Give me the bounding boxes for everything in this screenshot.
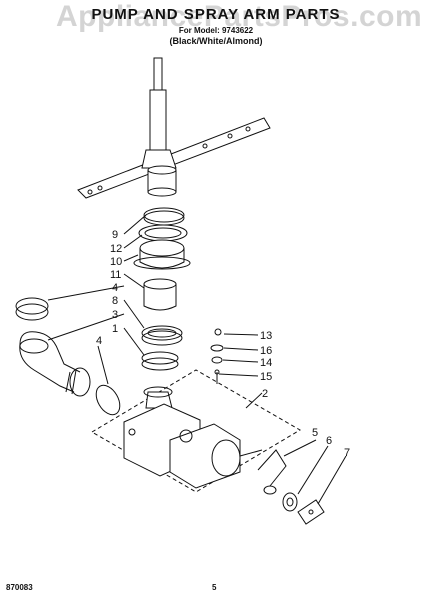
part-7 xyxy=(297,499,325,525)
leader-lines xyxy=(47,214,347,505)
callout-5: 5 xyxy=(312,427,318,439)
callout-16: 16 xyxy=(260,345,272,357)
part-clamp-4-lower xyxy=(95,384,121,416)
part-clamp-4-upper xyxy=(15,297,49,321)
spray-arm xyxy=(77,117,271,199)
callout-4-lower: 4 xyxy=(96,335,102,347)
callout-11: 11 xyxy=(110,269,121,281)
callout-4-upper: 4 xyxy=(112,282,118,294)
model-subtitle: For Model: 9743622 xyxy=(178,26,254,35)
spray-arm-shaft xyxy=(141,57,177,197)
part-seal-1 xyxy=(141,351,179,365)
callout-9: 9 xyxy=(112,229,118,241)
color-variant: (Black/White/Almond) xyxy=(169,36,263,46)
callout-12: 12 xyxy=(110,243,122,255)
part-5 xyxy=(257,449,287,495)
part-motor-pump-2 xyxy=(91,369,301,493)
callout-6: 6 xyxy=(326,435,332,447)
callout-7: 7 xyxy=(344,447,350,459)
part-13 xyxy=(214,328,222,336)
page-title: PUMP AND SPRAY ARM PARTS xyxy=(91,6,341,23)
part-housing-10 xyxy=(133,239,191,270)
part-6 xyxy=(282,492,298,512)
callout-1: 1 xyxy=(112,323,118,335)
part-ring-12 xyxy=(138,224,188,242)
part-ring-9 xyxy=(143,207,185,223)
part-15 xyxy=(214,369,220,384)
footer-code: 870083 xyxy=(6,583,33,592)
callout-14: 14 xyxy=(260,357,272,369)
part-filter-11 xyxy=(143,278,177,311)
part-seal-8 xyxy=(141,325,183,341)
part-14 xyxy=(211,356,223,364)
callout-2: 2 xyxy=(262,388,268,400)
page-number: 5 xyxy=(212,583,217,592)
callout-15: 15 xyxy=(260,371,272,383)
callout-10: 10 xyxy=(110,256,122,268)
part-elbow-hose-3 xyxy=(19,331,91,397)
part-16 xyxy=(210,344,224,352)
callout-13: 13 xyxy=(260,330,272,342)
callout-8: 8 xyxy=(112,295,118,307)
callout-3: 3 xyxy=(112,309,118,321)
